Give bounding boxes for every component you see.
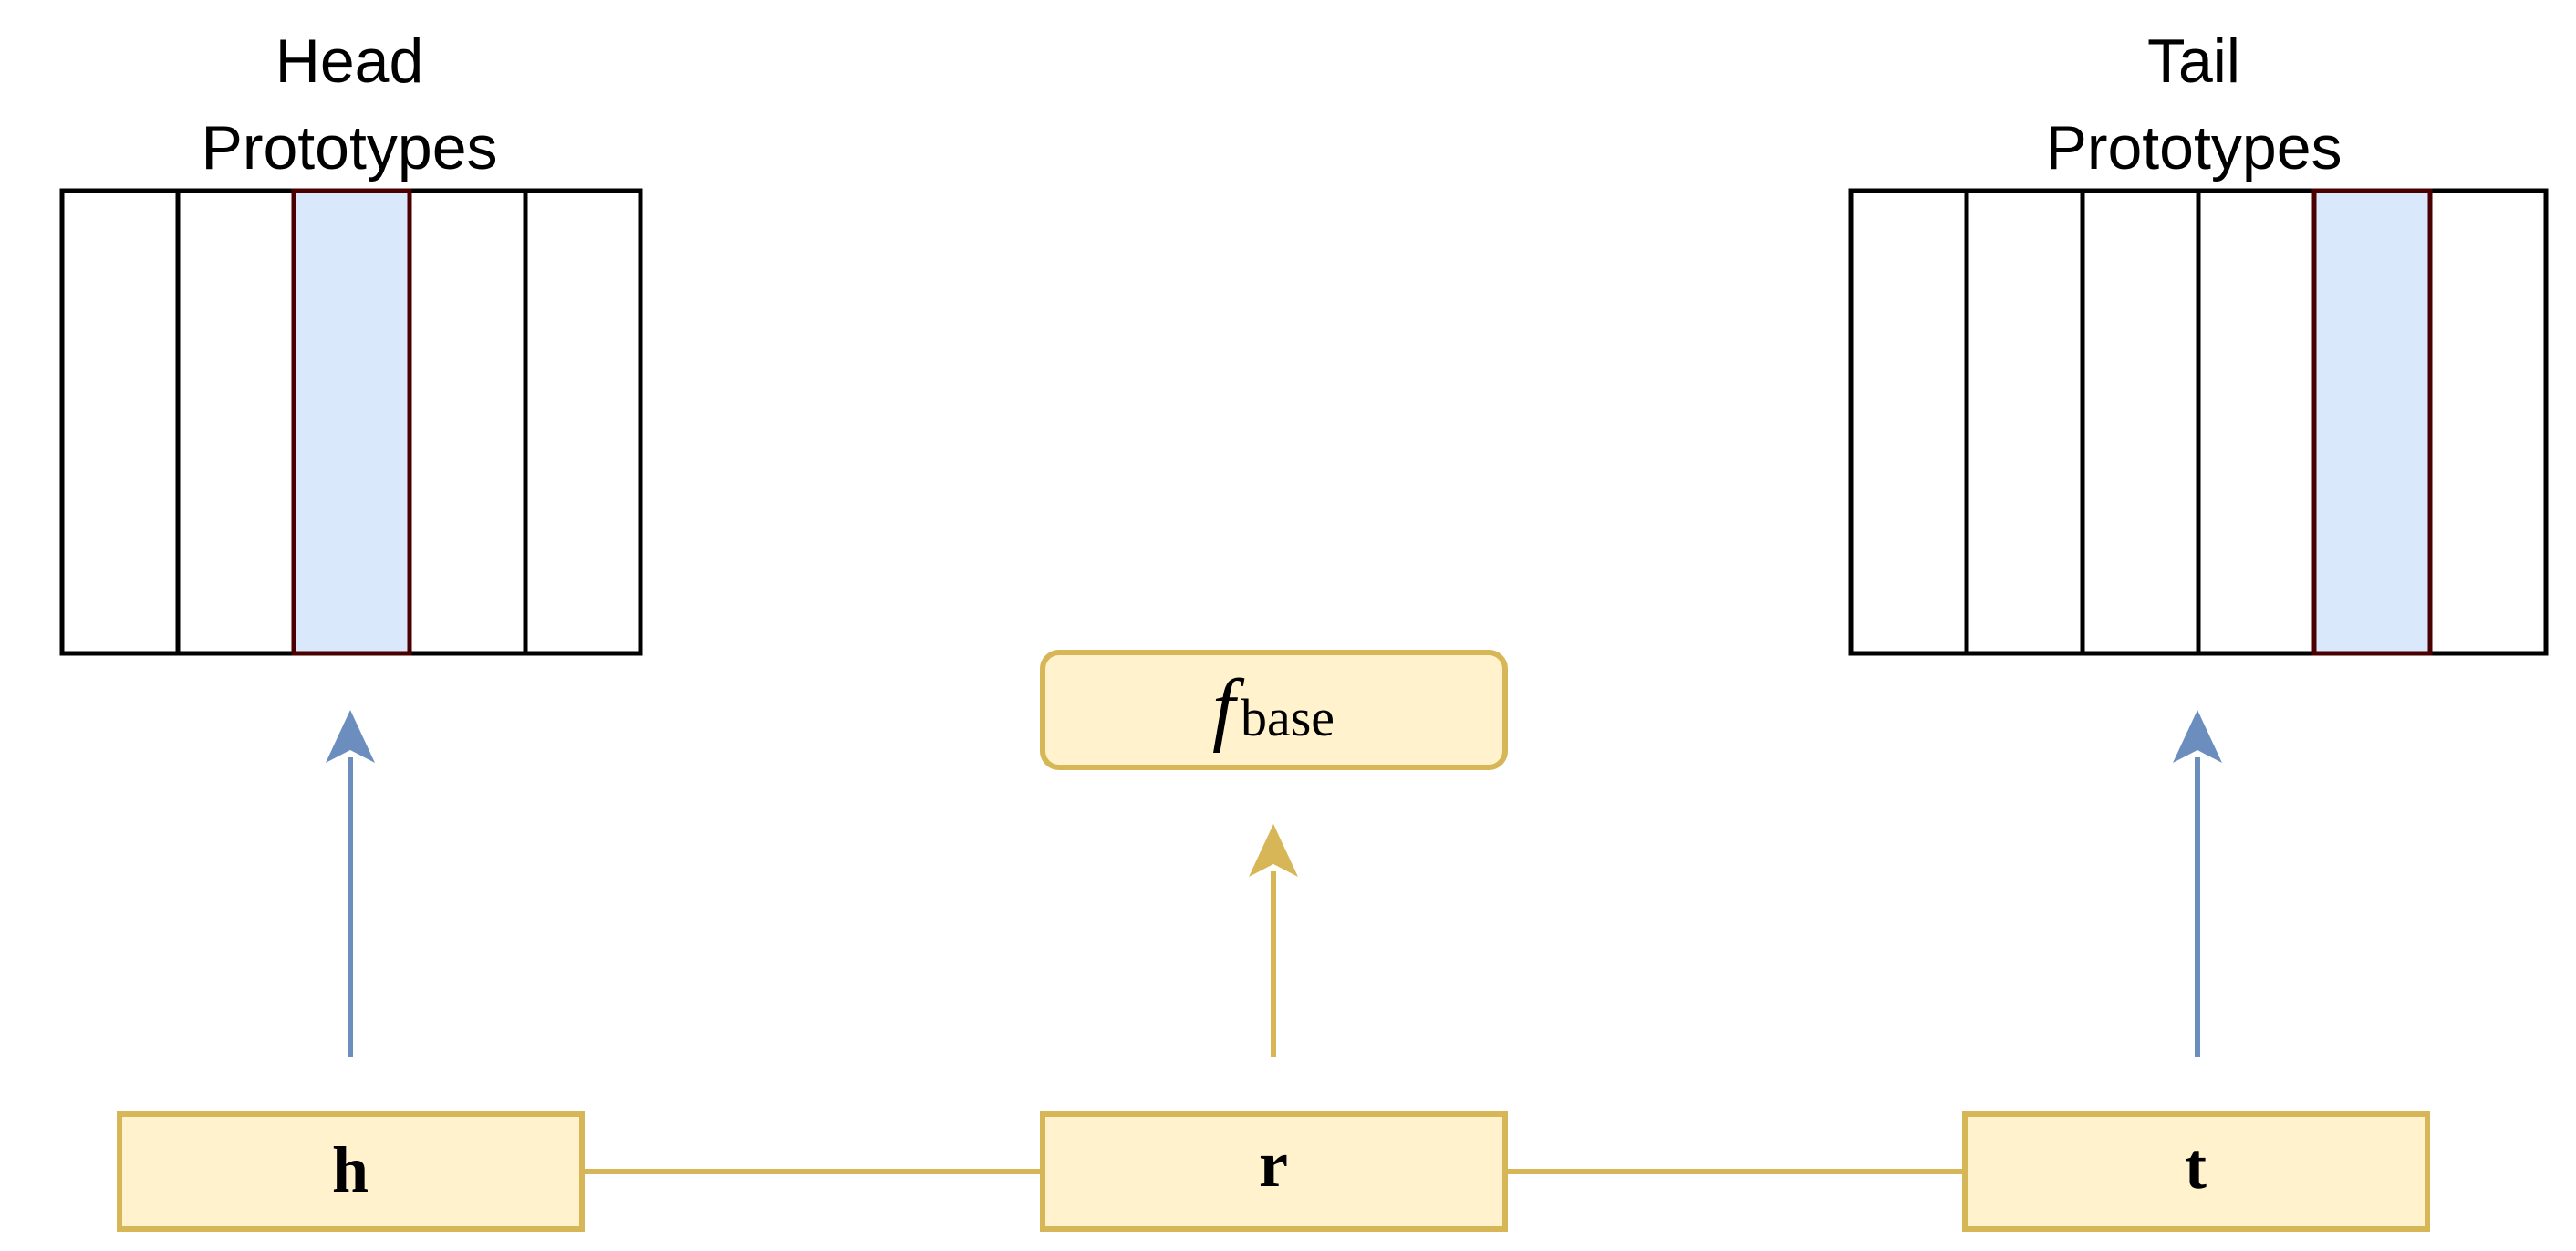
head-slot — [59, 188, 181, 656]
head-prototypes-grid — [59, 188, 643, 656]
head-entity-node: h — [117, 1111, 585, 1232]
tail-title-line2: Prototypes — [2045, 113, 2342, 182]
tail-entity-node: t — [1962, 1111, 2430, 1232]
head-slot — [407, 188, 528, 656]
tail-slot-highlighted — [2311, 188, 2433, 656]
tail-slot — [2196, 188, 2317, 656]
tail-arrow — [2173, 710, 2222, 1057]
head-slot — [523, 188, 643, 656]
head-slot — [175, 188, 296, 656]
head-title-line1: Head — [275, 26, 424, 96]
head-entity-label: h — [332, 1133, 369, 1206]
head-title-line2: Prototypes — [201, 113, 497, 182]
tail-slot — [1848, 188, 1969, 656]
head-slot-highlighted — [291, 188, 412, 656]
fbase-subscript: base — [1241, 688, 1335, 747]
tail-slot — [2080, 188, 2201, 656]
head-arrow — [326, 710, 375, 1057]
tail-slot — [1964, 188, 2085, 656]
relation-label: r — [1259, 1128, 1288, 1201]
tail-prototypes-grid — [1848, 188, 2549, 656]
relation-node: r — [1040, 1111, 1508, 1232]
tail-title-line1: Tail — [2147, 26, 2240, 96]
tail-slot — [2427, 188, 2549, 656]
fbase-arrow — [1249, 824, 1298, 1057]
tail-entity-label: t — [2185, 1130, 2207, 1203]
